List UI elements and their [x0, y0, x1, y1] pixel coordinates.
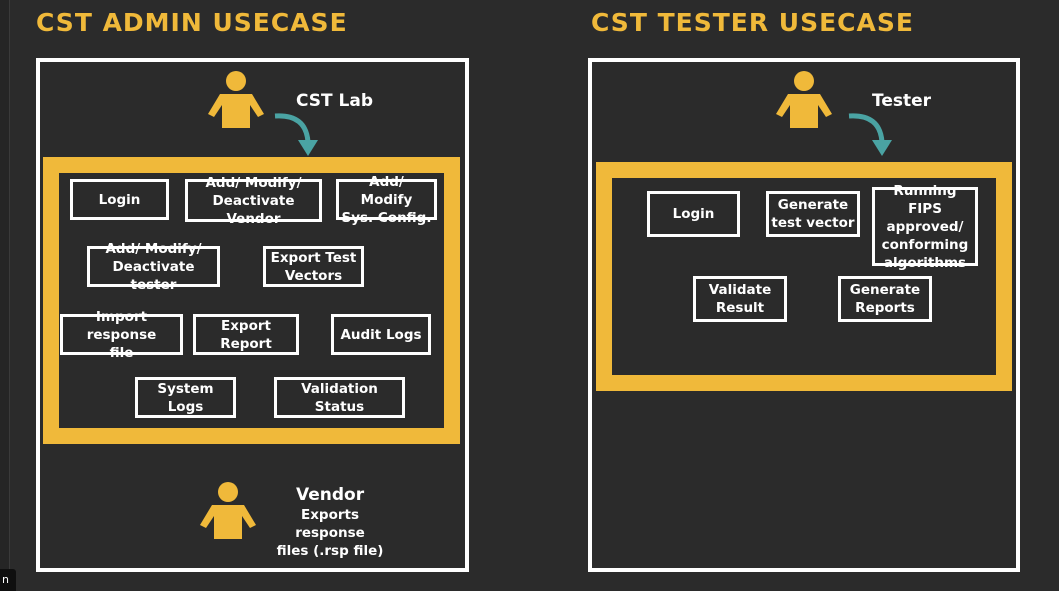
admin-usecase-login[interactable]: Login [70, 179, 169, 220]
cst-lab-actor-icon [208, 71, 264, 128]
vendor-actor-icon [200, 482, 256, 539]
admin-usecase-import-response-file[interactable]: Import response file [60, 309, 183, 361]
tester-diagram-frame [588, 58, 1020, 572]
admin-usecase-validation-status[interactable]: Validation Status [274, 377, 405, 418]
tester-usecase-running-fips[interactable]: Running FIPS approved/ conforming algori… [872, 183, 978, 271]
vendor-actor-description: Exports response files (.rsp file) [276, 507, 384, 559]
admin-system-boundary [43, 157, 460, 444]
admin-section-title: CST ADMIN USECASE [36, 8, 348, 37]
admin-usecase-system-logs[interactable]: System Logs [135, 377, 236, 418]
tester-usecase-validate-result[interactable]: Validate Result [693, 276, 787, 322]
tester-usecase-login[interactable]: Login [647, 191, 740, 237]
tester-actor-label: Tester [872, 91, 932, 111]
tester-usecase-generate-reports[interactable]: Generate Reports [838, 276, 932, 322]
vendor-actor-label: Vendor [296, 485, 365, 505]
tester-section-title: CST TESTER USECASE [591, 8, 914, 37]
tester-actor-icon [776, 71, 832, 128]
admin-usecase-export-test-vectors[interactable]: Export Test Vectors [263, 246, 364, 287]
cst-lab-arrow [274, 113, 318, 156]
left-edge-rule [0, 0, 10, 591]
admin-usecase-audit-logs[interactable]: Audit Logs [331, 314, 431, 355]
admin-usecase-deactivate-tester[interactable]: Add/ Modify/ Deactivate tester [87, 241, 220, 293]
tester-system-boundary [596, 162, 1012, 391]
admin-diagram-frame [36, 58, 469, 572]
admin-usecase-deactivate-vendor[interactable]: Add/ Modify/ Deactivate Vendor [185, 175, 322, 227]
corner-tag: n [0, 569, 16, 591]
admin-usecase-sys-config[interactable]: Add/ Modify Sys. Config. [336, 174, 437, 226]
tester-usecase-generate-test-vector[interactable]: Generate test vector [766, 191, 860, 237]
admin-usecase-export-report[interactable]: Export Report [193, 314, 299, 355]
tester-arrow [848, 113, 892, 156]
cst-lab-actor-label: CST Lab [296, 91, 374, 111]
